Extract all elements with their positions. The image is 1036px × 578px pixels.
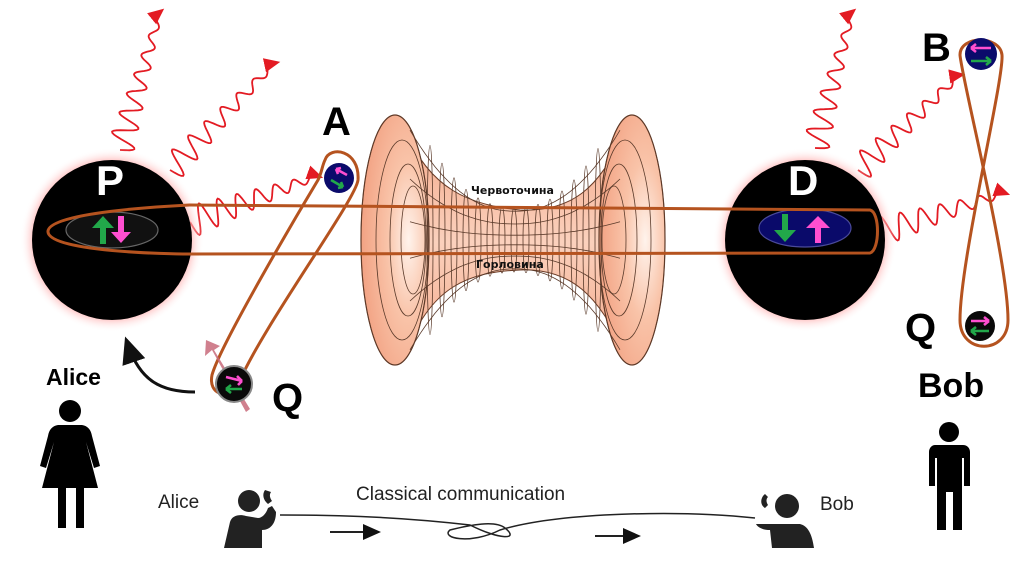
- spin-arrow-left-magenta-icon: [970, 42, 991, 54]
- wormhole-grid-line: [409, 255, 621, 302]
- bob-phone-figure-icon: [756, 494, 814, 548]
- wormhole-grid-ring: [400, 185, 426, 295]
- black-hole-p: [20, 148, 204, 332]
- spin-arrow-magenta-icon: [334, 166, 348, 177]
- wormhole-grid-line: [409, 268, 621, 351]
- particle-q-left-body: [215, 365, 253, 403]
- wormhole-grid-ring: [598, 139, 652, 341]
- spin-pair-d: [758, 208, 852, 248]
- wormhole-grid-ring: [594, 148, 602, 332]
- wormhole-grid-ring: [558, 190, 566, 290]
- wormhole-grid-ring: [582, 165, 590, 315]
- wormhole-grid: [360, 114, 666, 366]
- wormhole-right-mouth: [598, 114, 666, 366]
- black-hole-d-label: D: [788, 157, 819, 204]
- radiation-arrow: [169, 58, 281, 177]
- alice-figure-icon: [40, 400, 100, 528]
- wormhole-grid-ring: [601, 185, 627, 295]
- wormhole-grid-ring: [375, 139, 429, 341]
- wormhole-grid-ring: [450, 177, 458, 303]
- particle-q-right-body: [965, 311, 995, 341]
- particle-a: [324, 163, 354, 193]
- radiation-arrow: [805, 8, 857, 150]
- spin-up-green-icon: [92, 216, 114, 244]
- bob-figure-icon: [929, 422, 970, 530]
- particle-q-right-label: Q: [905, 306, 937, 350]
- wormhole-grid-line: [409, 221, 621, 236]
- particle-q-left-label: Q: [272, 376, 304, 420]
- particle-q-right: [965, 311, 995, 341]
- spin-arrow-right-magenta-icon: [971, 315, 990, 327]
- wormhole-grid-ring: [462, 188, 470, 292]
- spin-down-magenta-icon: [111, 216, 131, 243]
- wormhole-grid-ring: [389, 163, 427, 317]
- particle-b-body: [965, 38, 997, 70]
- alice-label: Alice: [46, 364, 101, 390]
- black-hole-p-label: P: [96, 157, 125, 204]
- wormhole-grid-ring: [360, 114, 430, 366]
- black-hole-d: [713, 148, 897, 332]
- comm-bob-label: Bob: [820, 494, 854, 515]
- spin-up-magenta-icon: [806, 216, 830, 243]
- spin-arrow-green-icon: [225, 383, 242, 395]
- wormhole-left-mouth: [360, 114, 430, 366]
- wormhole-neck: [404, 129, 626, 356]
- wormhole-label: Червоточина: [471, 184, 554, 197]
- wormhole-grid-ring: [534, 204, 542, 276]
- wormhole-grid-ring: [426, 144, 434, 336]
- wormhole: [360, 114, 666, 366]
- hawking-radiation: [111, 8, 1011, 250]
- wormhole-throat-label: Горловина: [476, 258, 544, 271]
- wormhole-grid-ring: [570, 179, 578, 301]
- curved-arrow-icon: [122, 336, 196, 394]
- wormhole-grid-line: [409, 244, 621, 259]
- phone-cord: [279, 512, 756, 540]
- radiation-arrow: [111, 8, 165, 152]
- wormhole-grid-ring: [486, 203, 494, 277]
- bob-label: Bob: [918, 367, 985, 405]
- comm-alice-label: Alice: [158, 492, 200, 513]
- radiation-arrow: [857, 69, 966, 178]
- wormhole-grid-line: [409, 129, 621, 212]
- wormhole-grid-ring: [438, 162, 446, 318]
- particle-b-label: B: [922, 26, 951, 70]
- classical-communication-label: Classical communication: [356, 484, 566, 505]
- spin-arrow-green-icon: [330, 178, 345, 190]
- particle-q-left: [205, 340, 253, 412]
- particle-a-body: [324, 163, 354, 193]
- particle-b: [965, 38, 997, 70]
- radiation-arrow: [189, 165, 324, 237]
- particle-a-label: A: [322, 100, 351, 144]
- wormhole-grid-ring: [546, 198, 554, 282]
- spin-arrow-magenta-icon: [225, 375, 243, 386]
- entanglement-loop-b-q: [958, 38, 1010, 348]
- wormhole-grid-ring: [474, 197, 482, 283]
- alice-phone-figure-icon: [224, 490, 276, 548]
- spin-arrow-right-green-icon: [971, 55, 992, 67]
- entanglement-loop-p-d: [46, 203, 879, 256]
- classical-communication: [224, 490, 814, 548]
- spin-down-green-icon: [774, 214, 796, 242]
- spin-arrow-left-green-icon: [970, 325, 989, 337]
